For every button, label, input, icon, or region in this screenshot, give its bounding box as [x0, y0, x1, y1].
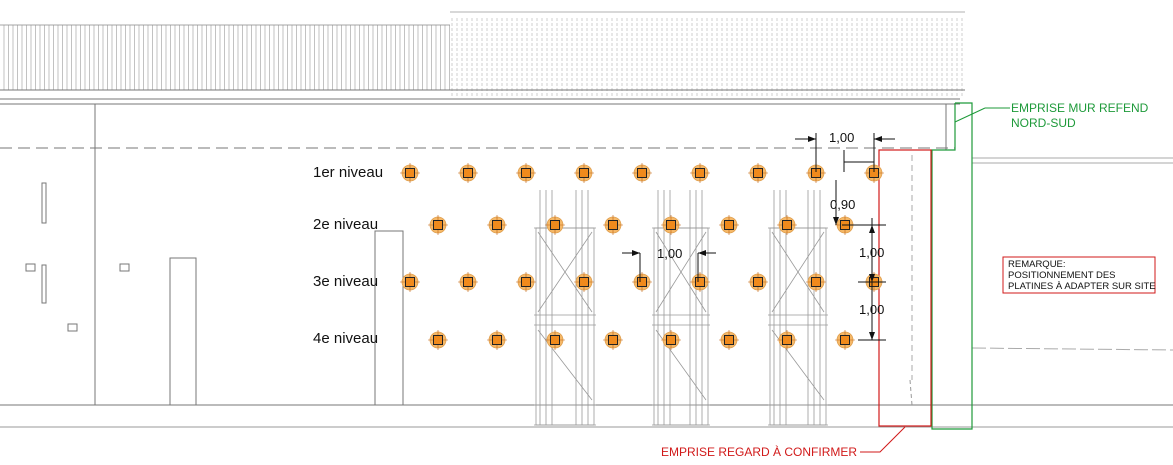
platine-marker [748, 272, 768, 292]
mur-refend-outline [931, 102, 973, 430]
platine-marker [487, 215, 507, 235]
remarque-line1: POSITIONNEMENT DES [1008, 270, 1116, 281]
platine-marker [864, 163, 884, 183]
rack-structures [534, 190, 828, 426]
platines [400, 163, 884, 350]
remarque-box [1002, 256, 1156, 294]
platine-marker [603, 215, 623, 235]
platine-marker [458, 272, 478, 292]
platine-marker [806, 272, 826, 292]
platine-marker [603, 330, 623, 350]
remarque-title: REMARQUE: [1008, 259, 1066, 270]
platine-marker [661, 215, 681, 235]
platine-marker [690, 272, 710, 292]
level-label-1: 1er niveau [313, 164, 383, 181]
platine-marker [487, 330, 507, 350]
level-label-4: 4e niveau [313, 330, 378, 347]
regard-outline [878, 149, 932, 427]
dimension-arrows [632, 136, 882, 340]
platine-marker [545, 215, 565, 235]
platine-marker [516, 272, 536, 292]
platine-marker [574, 272, 594, 292]
platine-marker [835, 330, 855, 350]
mur-refend-label-line1: EMPRISE MUR REFEND [1011, 101, 1149, 115]
dim-vertical-100-a: 1,00 [859, 245, 884, 260]
platine-marker [516, 163, 536, 183]
platine-marker [632, 272, 652, 292]
platine-marker [400, 163, 420, 183]
platine-marker [545, 330, 565, 350]
platine-marker [661, 330, 681, 350]
platine-marker [748, 163, 768, 183]
platine-marker [719, 330, 739, 350]
platine-marker [777, 215, 797, 235]
fence-left [3, 25, 450, 90]
mur-refend-leader [954, 107, 986, 123]
fence-right-mesh [450, 11, 965, 98]
dim-vertical-090: 0,90 [830, 197, 855, 212]
level-label-3: 3e niveau [313, 273, 378, 290]
platine-marker [632, 163, 652, 183]
platine-marker [777, 330, 797, 350]
level-label-2: 2e niveau [313, 216, 378, 233]
regard-leader [860, 426, 906, 453]
platine-marker [690, 163, 710, 183]
platine-marker [458, 163, 478, 183]
remarque-line2: PLATINES À ADAPTER SUR SITE [1008, 281, 1156, 292]
platine-marker [428, 215, 448, 235]
dimension-lines [622, 133, 895, 341]
regard-label: EMPRISE REGARD À CONFIRMER [661, 444, 857, 459]
rack [534, 190, 596, 426]
dim-top-horizontal: 1,00 [829, 130, 854, 145]
dim-mid-horizontal: 1,00 [657, 246, 682, 261]
mur-refend-label-line2: NORD-SUD [1011, 116, 1076, 130]
wall-lines [0, 98, 1173, 428]
platine-marker [574, 163, 594, 183]
dim-vertical-100-b: 1,00 [859, 302, 884, 317]
doors [25, 182, 404, 406]
platine-marker [400, 272, 420, 292]
platine-marker [719, 215, 739, 235]
platine-marker [428, 330, 448, 350]
rack [652, 190, 710, 426]
